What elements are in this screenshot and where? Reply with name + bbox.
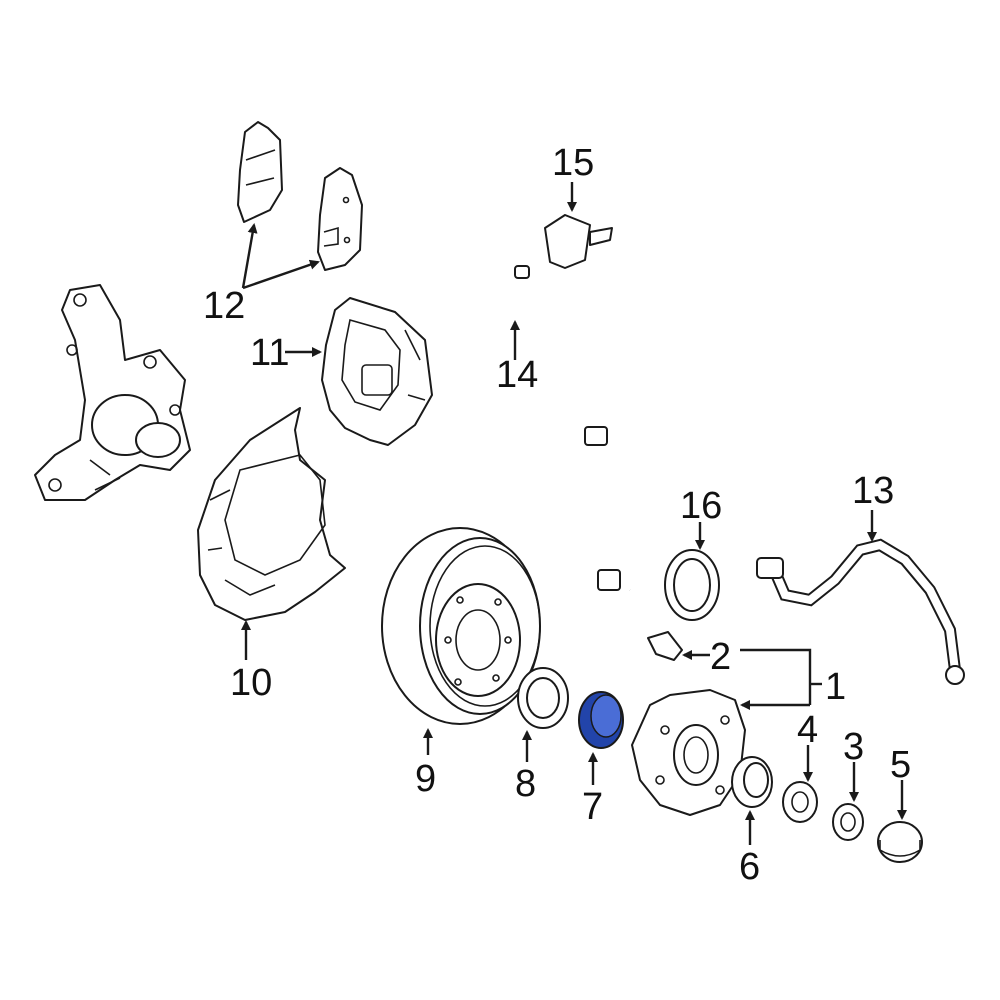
callout-13: 13	[852, 470, 895, 512]
harness-bracket[interactable]	[544, 214, 613, 269]
outer-bearing[interactable]	[731, 756, 773, 808]
inner-bearing-highlighted[interactable]	[578, 691, 624, 749]
callout-7: 7	[582, 786, 604, 828]
callout-11: 11	[250, 332, 290, 374]
bearing-seal[interactable]	[517, 667, 569, 729]
hub-seal[interactable]	[664, 549, 720, 621]
brake-rotor[interactable]	[381, 527, 541, 725]
thrust-washer[interactable]	[782, 781, 818, 823]
callout-4: 4	[797, 709, 819, 751]
callout-2: 2	[710, 636, 732, 678]
abs-sensor-harness[interactable]	[475, 265, 648, 592]
dust-cap[interactable]	[877, 821, 923, 863]
brake-hose[interactable]	[756, 538, 965, 685]
steering-knuckle[interactable]	[34, 284, 191, 501]
callout-6: 6	[739, 846, 761, 888]
brake-pad-inner[interactable]	[237, 121, 283, 223]
dust-shield[interactable]	[197, 407, 346, 621]
callout-12: 12	[203, 285, 246, 327]
callout-1: 1	[825, 666, 847, 708]
leader-lines	[241, 182, 907, 845]
callout-14: 14	[496, 354, 539, 396]
callout-8: 8	[515, 763, 537, 805]
brake-pad-outer[interactable]	[317, 167, 363, 271]
brake-caliper[interactable]	[321, 297, 433, 446]
callout-16: 16	[680, 485, 723, 527]
callout-3: 3	[843, 726, 865, 768]
wheel-stud[interactable]	[647, 631, 683, 661]
callout-5: 5	[890, 744, 912, 786]
hub-assembly[interactable]	[631, 689, 746, 816]
nut-retainer[interactable]	[832, 803, 864, 841]
callout-15: 15	[552, 142, 595, 184]
callout-10: 10	[230, 662, 273, 704]
callout-9: 9	[415, 758, 437, 800]
